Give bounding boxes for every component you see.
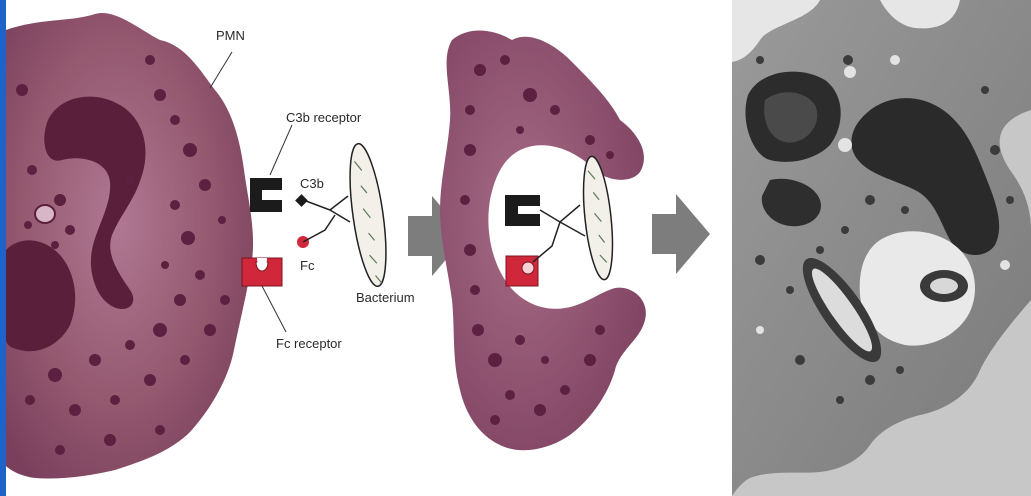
c3b-receptor-inner <box>505 195 540 226</box>
right-arrow-icon-2 <box>652 194 710 274</box>
label-bacterium: Bacterium <box>356 290 415 305</box>
label-fc-receptor: Fc receptor <box>276 336 342 351</box>
c3b-receptor-shape <box>250 178 282 212</box>
engulfing-cell-body <box>440 31 646 451</box>
opsonin-links <box>303 196 350 242</box>
label-c3b: C3b <box>300 176 324 191</box>
fc-ligand-inner <box>522 262 534 274</box>
label-fc: Fc <box>300 258 314 273</box>
pmn-vacuole <box>35 205 55 223</box>
c3b-ligand <box>295 194 308 207</box>
fc-receptor-notch <box>257 258 267 269</box>
opsonin-links-inner <box>533 205 585 262</box>
bacterium-1 <box>343 142 393 289</box>
electron-micrograph <box>732 0 1031 496</box>
left-border-strip <box>0 0 6 496</box>
label-c3b-receptor: C3b receptor <box>286 110 361 125</box>
label-pmn: PMN <box>216 28 245 43</box>
